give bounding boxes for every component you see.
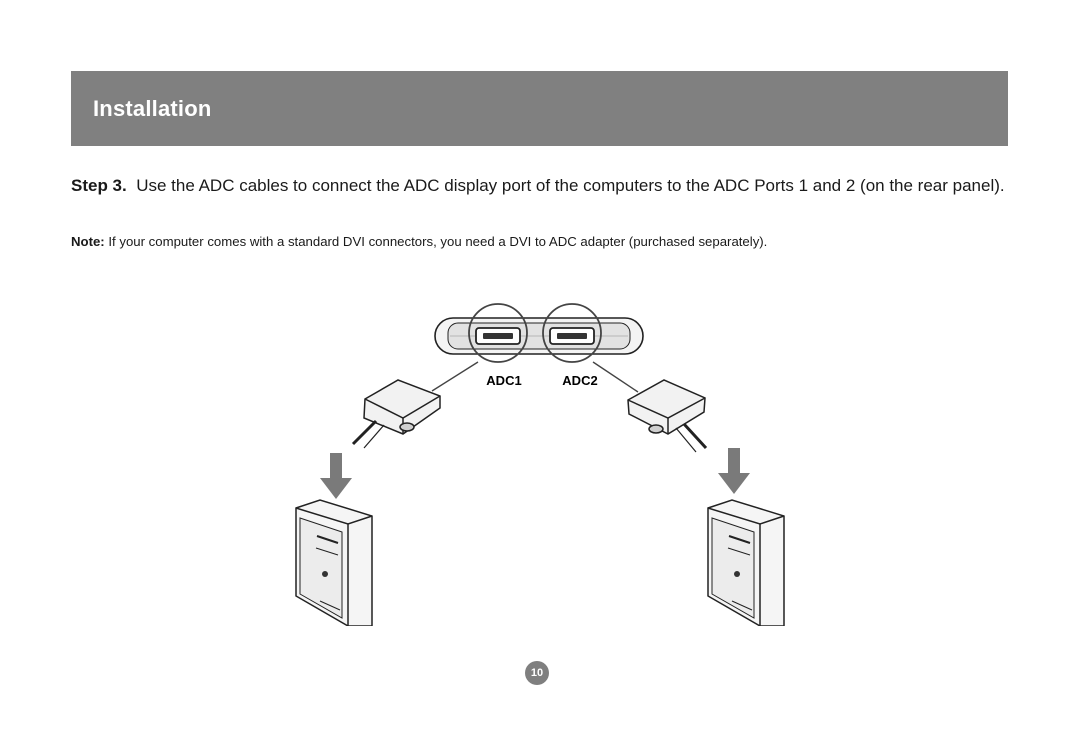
right-computer-icon — [707, 499, 785, 626]
step-paragraph: Step 3. Use the ADC cables to connect th… — [71, 175, 1006, 197]
adc-connection-diagram: ADC1 ADC2 — [295, 303, 785, 626]
adc1-highlight-circle — [468, 303, 528, 363]
adc2-port-label: ADC2 — [562, 373, 597, 388]
left-down-arrow-icon — [320, 453, 352, 499]
page-number-badge: 10 — [525, 661, 549, 685]
right-down-arrow-icon — [718, 448, 750, 494]
note-label: Note: — [71, 234, 105, 249]
adc2-highlight-circle — [542, 303, 602, 363]
note-paragraph: Note: If your computer comes with a stan… — [71, 233, 1006, 251]
left-adc-plug-icon — [351, 379, 441, 449]
left-computer-icon — [295, 499, 373, 626]
rear-panel-illustration — [434, 303, 644, 363]
note-text: If your computer comes with a standard D… — [108, 234, 768, 249]
section-title: Installation — [93, 96, 212, 121]
adc1-port-label: ADC1 — [486, 373, 521, 388]
step-label: Step 3. — [71, 176, 127, 195]
section-header-bar: Installation — [71, 71, 1008, 146]
right-adc-plug-icon — [627, 379, 708, 453]
step-text: Use the ADC cables to connect the ADC di… — [136, 176, 1005, 195]
